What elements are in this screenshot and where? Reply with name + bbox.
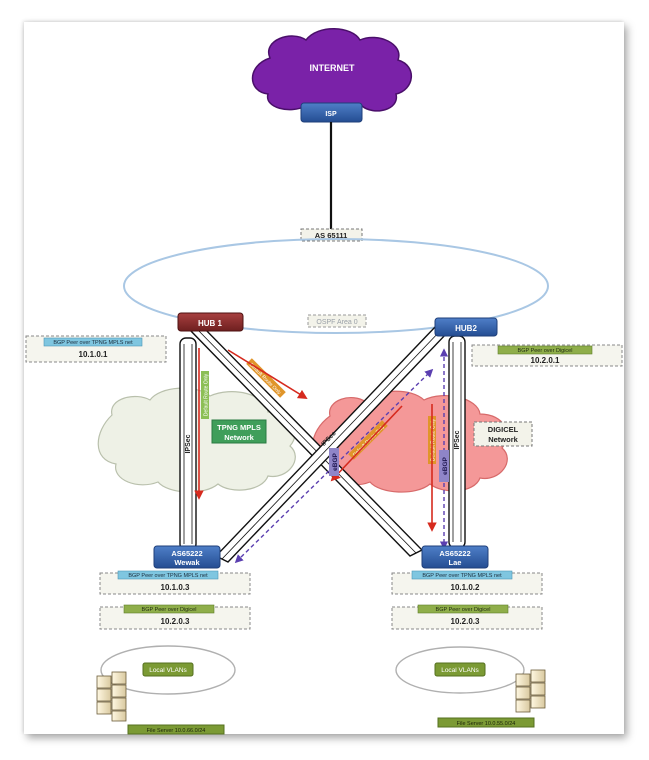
lae-digicel-info-box: BGP Peer over Digicel 10.2.0.3 [391,604,543,630]
ospf-label: OSPF Area 0 [307,314,367,328]
wewak-peer-digicel: BGP Peer over Digicel [142,607,197,613]
hub1-label: HUB 1 [198,319,223,328]
ebgp-tag-diagonal: eBGP [329,448,339,476]
hub1-router[interactable]: HUB 1 [177,312,244,332]
default-route-tag-left: Default Route Only [201,371,210,419]
as-top-text: AS 65111 [315,231,348,240]
tpng-label-line1: TPNG MPLS [217,423,261,432]
wewak-digicel-info-box: BGP Peer over Digicel 10.2.0.3 [99,604,251,630]
wewak-file-server-icon [96,671,127,722]
lae-router[interactable]: AS65222 Lae [421,545,489,569]
hub1-info-box: BGP Peer over TPNG MPLS net 10.1.0.1 [25,335,167,363]
wewak-vlan-label: Local VLANs [149,667,187,674]
digicel-label-line1: DIGICEL [488,425,519,434]
ebgp-tag-vertical: eBGP [439,450,449,482]
lae-name: Lae [449,558,462,567]
hub2-label: HUB2 [455,324,477,333]
lae-vlan-label: Local VLANs [441,667,479,674]
hub2-router[interactable]: HUB2 [434,317,498,337]
lae-server-label: File Server 10.0.55.0/24 [457,721,516,727]
wewak-server-label: File Server 10.0.66.0/24 [147,728,206,734]
ospf-text: OSPF Area 0 [316,319,357,326]
isp-label: ISP [325,111,337,118]
isp-router[interactable]: ISP [300,102,363,123]
ebgp-link-diagonal [234,368,434,564]
lae-peer-mpls: BGP Peer over TPNG MPLS net [422,573,502,579]
tpng-label-line2: Network [224,433,254,442]
digicel-label-line2: Network [488,435,518,444]
ebgp-label-vertical: eBGP [442,456,449,474]
tpng-mpls-label: TPNG MPLS Network [211,419,267,444]
ipsec-tunnel-hub1-wewak [179,337,197,551]
lae-mpls-info-box: BGP Peer over TPNG MPLS net 10.1.0.2 [391,570,543,595]
hub1-ip: 10.1.0.1 [79,350,108,359]
lae-ip-digicel: 10.2.0.3 [451,617,480,626]
wewak-ip-digicel: 10.2.0.3 [161,617,190,626]
lae-file-server-icon [515,669,546,713]
lae-as-label: AS65222 [439,549,470,558]
hub2-info-box: BGP Peer over Digicel 10.2.0.1 [471,344,623,367]
as-top-label: AS 65111 [300,228,363,242]
ebgp-label-diagonal: eBGP [332,452,339,470]
internet-cloud: INTERNET [251,28,412,117]
wewak-name: Wewak [174,558,200,567]
lae-ip-mpls: 10.1.0.2 [451,583,480,592]
hub2-peer-label: BGP Peer over Digicel [518,348,573,354]
wewak-ip-mpls: 10.1.0.3 [161,583,190,592]
wewak-peer-mpls: BGP Peer over TPNG MPLS net [128,573,208,579]
hub1-peer-label: BGP Peer over TPNG MPLS net [53,340,133,346]
wewak-router[interactable]: AS65222 Wewak [153,545,221,569]
digicel-label: DIGICEL Network [473,421,533,447]
ospf-area-ellipse [123,238,549,334]
ipsec-label-right: IPSec [454,430,461,449]
hub2-ip: 10.2.0.1 [531,356,560,365]
wewak-file-server-tag: File Server 10.0.66.0/24 [127,724,225,735]
wewak-vlan-tag: Local VLANs [142,662,194,677]
lae-file-server-tag: File Server 10.0.55.0/24 [437,717,535,728]
wewak-as-label: AS65222 [171,549,202,558]
default-route-label-left: Default Route Only [204,373,210,416]
internet-label: INTERNET [310,63,356,73]
lae-peer-digicel: BGP Peer over Digicel [436,607,491,613]
lae-vlan-tag: Local VLANs [434,662,486,677]
default-route-label-right: Default Route Only [431,418,437,461]
wewak-mpls-info-box: BGP Peer over TPNG MPLS net 10.1.0.3 [99,570,251,595]
ipsec-tunnel-hub2-lae [448,335,466,549]
ipsec-label-left: IPSec [185,434,192,453]
